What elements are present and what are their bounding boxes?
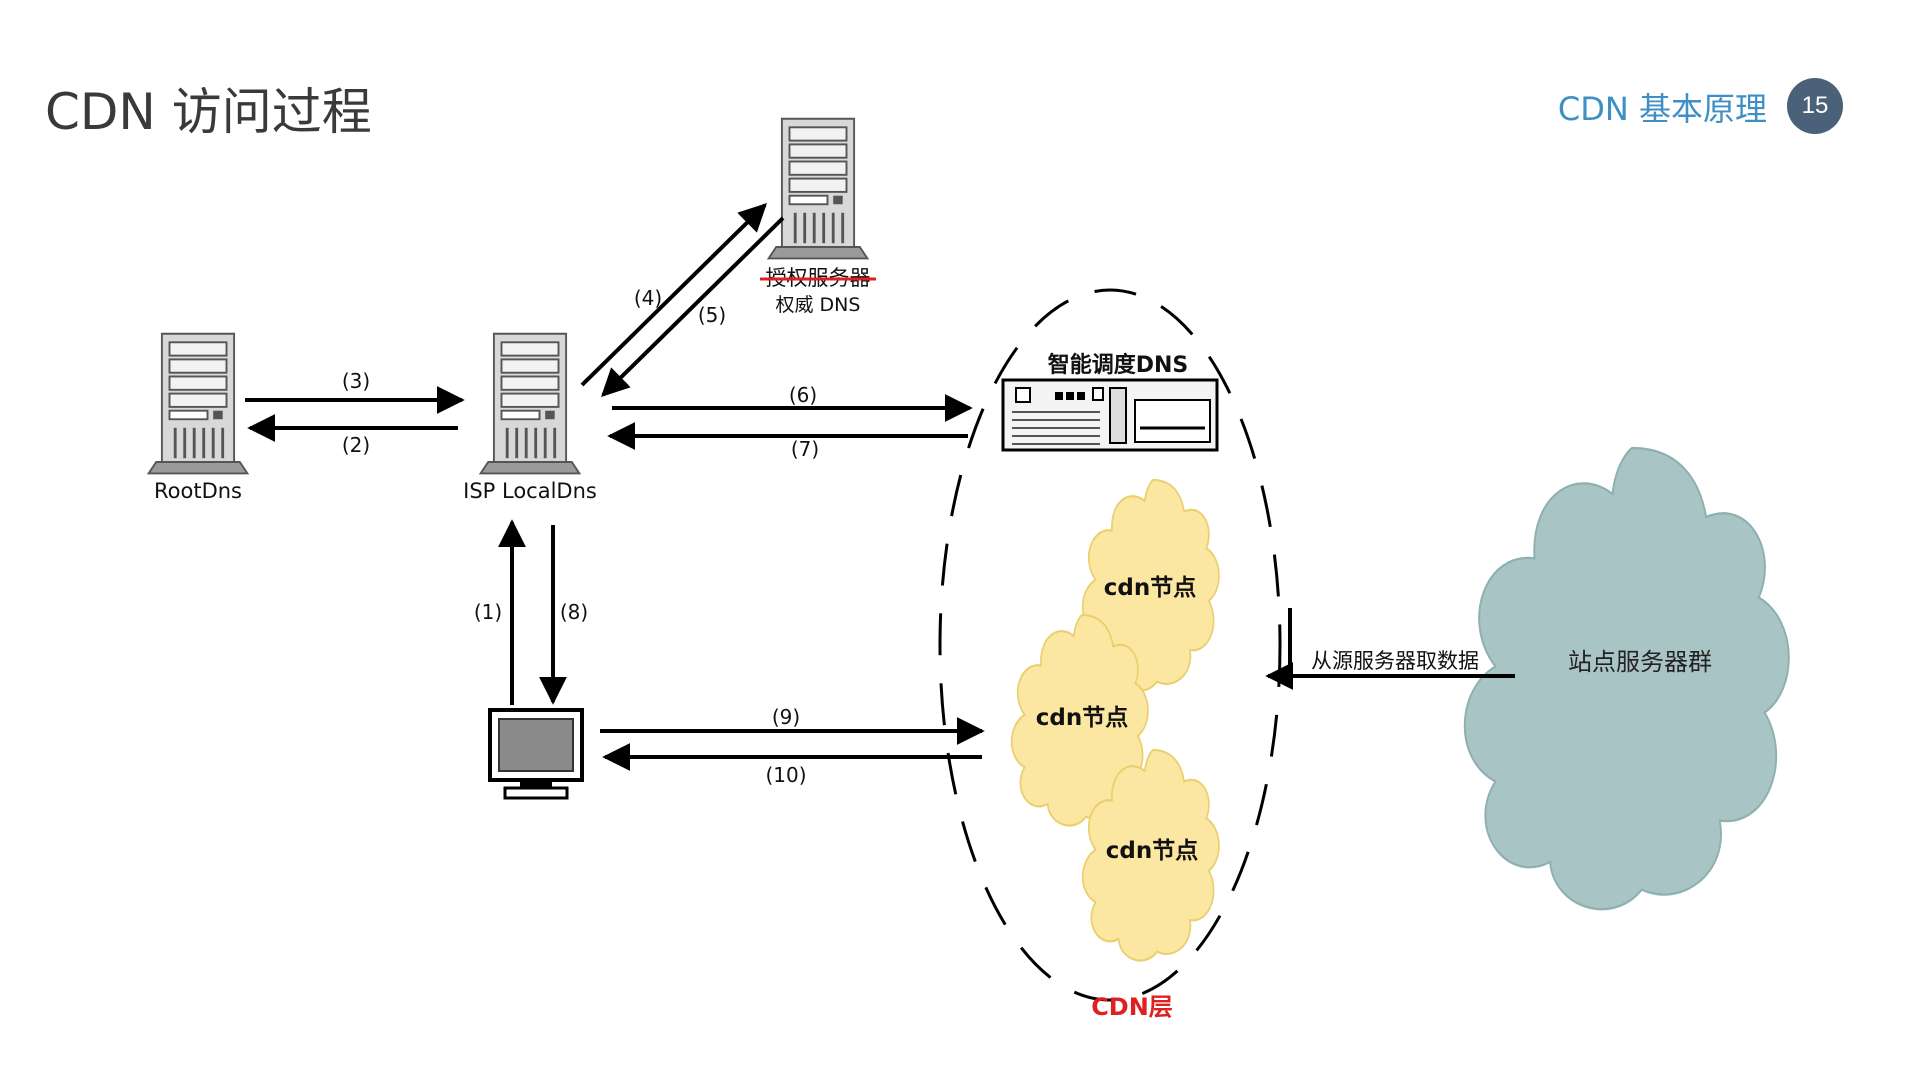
auth-dns-server-icon <box>767 117 869 260</box>
cdn-layer-label: CDN层 <box>1091 993 1173 1021</box>
step-6-label: (6) <box>789 383 817 407</box>
step-10-label: (10) <box>765 763 806 787</box>
step-9-label: (9) <box>772 705 800 729</box>
fetch-origin-label: 从源服务器取数据 <box>1311 649 1479 673</box>
step-8-label: (8) <box>560 600 588 624</box>
page-number-badge: 15 <box>1787 78 1843 134</box>
cdn-node-cloud-middle: cdn节点 <box>1010 613 1149 827</box>
smart-dns-label: 智能调度DNS <box>1048 352 1189 378</box>
smart-dns-server-icon <box>1001 378 1219 452</box>
cdn-node-label: cdn节点 <box>1036 705 1128 731</box>
step-1-label: (1) <box>474 600 502 624</box>
step-7-label: (7) <box>791 437 819 461</box>
rootdns-label: RootDns <box>154 479 242 503</box>
isp-localdns-label: ISP LocalDns <box>463 479 597 503</box>
cdn-node-cloud-bottom: cdn节点 <box>1081 748 1220 962</box>
rootdns-server-icon <box>147 332 249 475</box>
isp-localdns-server-icon <box>479 332 581 475</box>
arrow-step-4 <box>580 203 767 387</box>
cdn-node-label: cdn节点 <box>1104 575 1196 601</box>
arrow-step-5 <box>601 216 785 397</box>
site-servers-label: 站点服务器群 <box>1568 648 1712 676</box>
section-title: CDN 基本原理 <box>1557 90 1767 128</box>
cdn-node-label: cdn节点 <box>1106 838 1198 864</box>
step-4-label: (4) <box>634 286 662 310</box>
auth-dns-label: 权威 DNS <box>776 294 861 316</box>
client-monitor-icon <box>488 708 584 800</box>
step-3-label: (3) <box>342 369 370 393</box>
slide-title: CDN 访问过程 <box>45 83 372 141</box>
step-5-label: (5) <box>698 303 726 327</box>
cdn-layer-boundary <box>938 288 1282 1002</box>
step-2-label: (2) <box>342 433 370 457</box>
site-servers-cloud: 站点服务器群 <box>1463 446 1790 911</box>
cdn-node-cloud-top: cdn节点 <box>1081 478 1220 692</box>
